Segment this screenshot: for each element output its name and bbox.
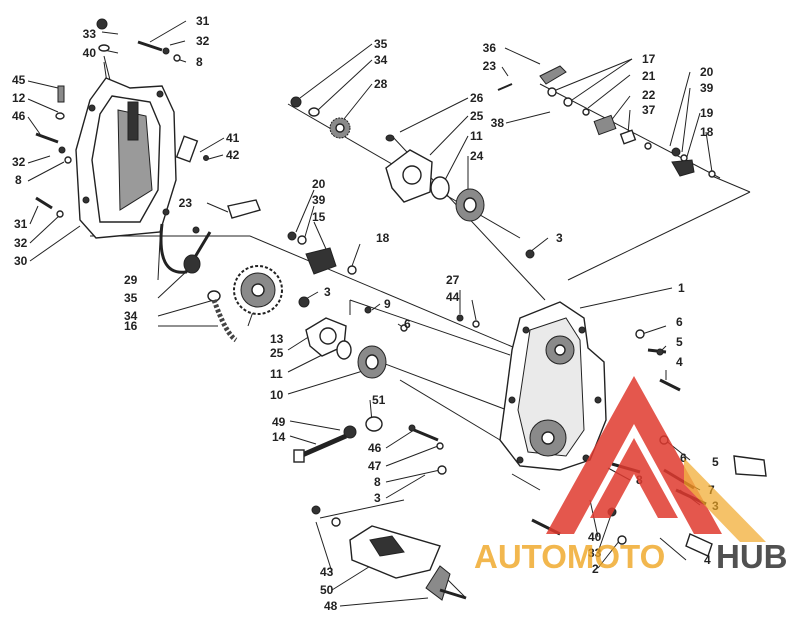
callout-14: 14 bbox=[272, 430, 286, 444]
callout-23: 23 bbox=[179, 196, 193, 210]
callout-10: 10 bbox=[270, 388, 284, 402]
callout-4: 4 bbox=[704, 553, 711, 567]
callout-22: 22 bbox=[642, 88, 656, 102]
callout-39: 39 bbox=[312, 193, 326, 207]
callout-21: 21 bbox=[642, 69, 656, 83]
callout-35: 35 bbox=[374, 37, 388, 51]
callout-18: 18 bbox=[376, 231, 390, 245]
callout-45: 45 bbox=[12, 73, 26, 87]
upper-sprocket bbox=[290, 96, 351, 139]
callout-29: 29 bbox=[124, 273, 138, 287]
callout-1: 1 bbox=[678, 281, 685, 295]
cover-fasteners bbox=[35, 18, 209, 218]
lower-fasteners bbox=[293, 416, 447, 475]
callout-51: 51 bbox=[372, 393, 386, 407]
callout-13: 13 bbox=[270, 332, 284, 346]
callout-11: 11 bbox=[470, 129, 483, 143]
callout-32: 32 bbox=[12, 155, 26, 169]
callout-6: 6 bbox=[680, 451, 687, 465]
callout-3: 3 bbox=[324, 285, 331, 299]
callout-12: 12 bbox=[12, 91, 26, 105]
callout-44: 44 bbox=[446, 290, 460, 304]
callout-8: 8 bbox=[196, 55, 203, 69]
callout-41: 41 bbox=[226, 131, 240, 145]
upper-bearing-assembly bbox=[385, 134, 485, 222]
callout-24: 24 bbox=[470, 149, 484, 163]
callout-2: 2 bbox=[592, 562, 599, 576]
watermark-text-automoto: AUTOMOTO bbox=[474, 538, 665, 575]
callout-30: 30 bbox=[14, 254, 28, 268]
callout-35: 35 bbox=[124, 291, 138, 305]
callout-40: 40 bbox=[588, 530, 602, 544]
callout-17: 17 bbox=[642, 52, 656, 66]
callout-11: 11 bbox=[270, 367, 283, 381]
callout-8: 8 bbox=[374, 475, 381, 489]
chain-and-lower-sprocket bbox=[159, 199, 535, 379]
callout-5: 5 bbox=[712, 455, 719, 469]
callout-28: 28 bbox=[374, 77, 388, 91]
callout-43: 43 bbox=[320, 565, 334, 579]
callout-3: 3 bbox=[374, 491, 381, 505]
callout-47: 47 bbox=[368, 459, 382, 473]
callout-48: 48 bbox=[324, 599, 338, 613]
callout-6: 6 bbox=[676, 315, 683, 329]
callout-39: 39 bbox=[700, 81, 714, 95]
callout-31: 31 bbox=[196, 14, 210, 28]
callout-37: 37 bbox=[642, 103, 656, 117]
callout-49: 49 bbox=[272, 415, 286, 429]
callout-33: 33 bbox=[588, 546, 602, 560]
callout-23: 23 bbox=[483, 59, 497, 73]
leader-lines bbox=[27, 20, 751, 607]
callout-25: 25 bbox=[270, 346, 284, 360]
callout-32: 32 bbox=[14, 236, 28, 250]
callout-46: 46 bbox=[12, 109, 26, 123]
upper-shaft-parts bbox=[497, 65, 716, 178]
callout-18: 18 bbox=[700, 125, 714, 139]
callout-46: 46 bbox=[368, 441, 382, 455]
callout-20: 20 bbox=[312, 177, 326, 191]
callout-16: 16 bbox=[124, 319, 138, 333]
callout-31: 31 bbox=[14, 217, 28, 231]
chaincase-housing bbox=[499, 301, 607, 471]
callout-6: 6 bbox=[404, 317, 411, 331]
callout-3: 3 bbox=[556, 231, 563, 245]
callout-36: 36 bbox=[483, 41, 497, 55]
tensioner-bracket bbox=[311, 505, 467, 601]
callout-8: 8 bbox=[15, 173, 22, 187]
automotohub-watermark: AUTOMOTO HUB bbox=[474, 376, 788, 575]
callout-9: 9 bbox=[384, 297, 391, 311]
callout-15: 15 bbox=[312, 210, 326, 224]
watermark-emblem bbox=[546, 376, 766, 542]
callout-32: 32 bbox=[196, 34, 210, 48]
callout-labels: 33 40 31 32 8 45 12 46 32 8 41 42 31 32 … bbox=[12, 14, 719, 613]
callout-33: 33 bbox=[83, 27, 97, 41]
callout-34: 34 bbox=[374, 53, 388, 67]
callout-34: 34 bbox=[124, 309, 138, 323]
chaincase-cover bbox=[75, 77, 177, 239]
callout-19: 19 bbox=[700, 106, 714, 120]
callout-4: 4 bbox=[676, 355, 683, 369]
watermark-text-hub: HUB bbox=[716, 538, 788, 575]
callout-42: 42 bbox=[226, 148, 240, 162]
callout-20: 20 bbox=[700, 65, 714, 79]
callout-50: 50 bbox=[320, 583, 334, 597]
callout-26: 26 bbox=[470, 91, 484, 105]
callout-5: 5 bbox=[676, 335, 683, 349]
callout-38: 38 bbox=[491, 116, 505, 130]
callout-27: 27 bbox=[446, 273, 460, 287]
callout-40: 40 bbox=[83, 46, 97, 60]
callout-25: 25 bbox=[470, 109, 484, 123]
